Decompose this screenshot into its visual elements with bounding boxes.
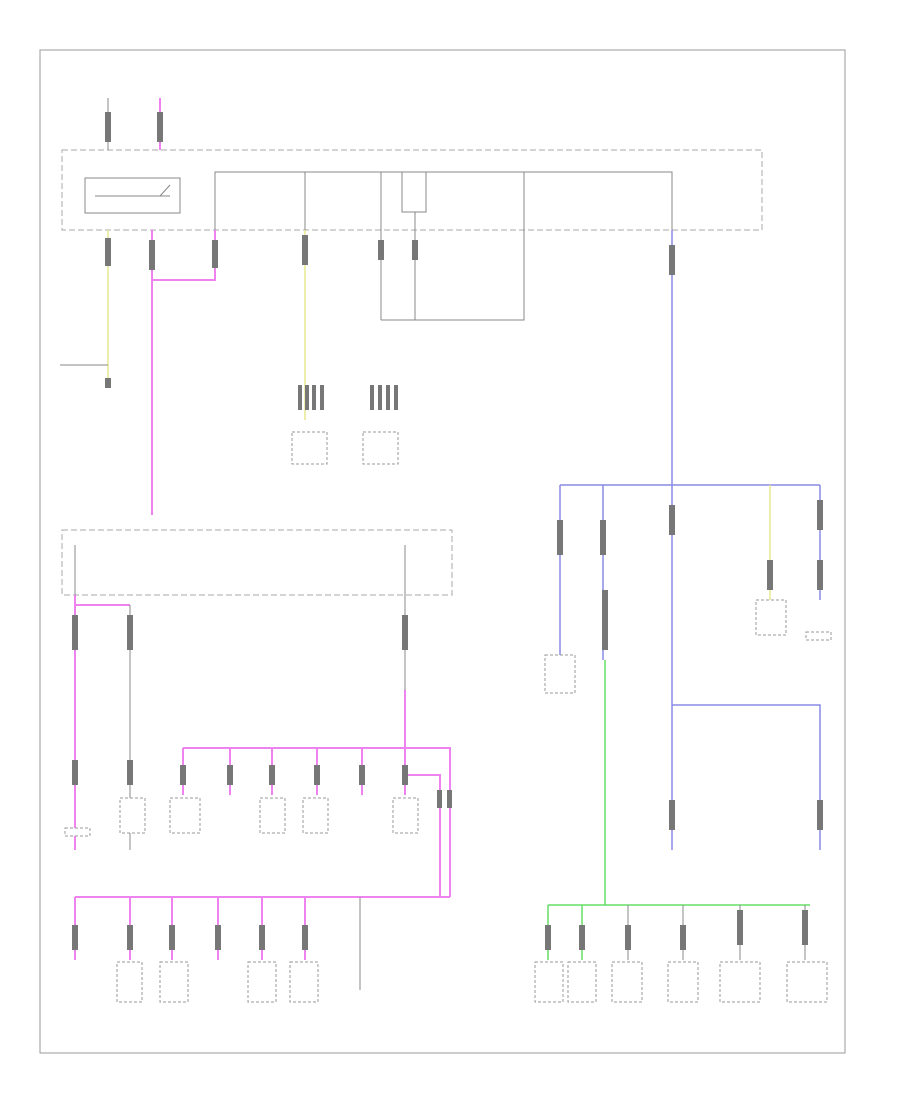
module-bottom-r4 [667,961,699,1003]
module-row1-2 [169,797,201,834]
module-row2-4 [289,961,319,1003]
module-row2-2 [159,961,189,1003]
module-blue-a [544,654,576,694]
sensor-right-a [755,599,787,636]
module-row1-4 [302,797,329,834]
module-row1-5 [392,797,419,834]
module-row2-3 [247,961,277,1003]
sensor-right-b [805,631,832,641]
module-row1-1 [119,797,146,834]
battery-junction-box [61,149,763,231]
module-row2-1 [116,961,143,1003]
module-bottom-r1 [534,961,564,1003]
module-row1-6 [64,827,91,837]
module-center-a [291,431,328,465]
module-bottom-r3 [611,961,643,1003]
module-bottom-r5 [719,961,761,1003]
junction-box-middle [61,529,453,596]
module-center-b [362,431,399,465]
relay-box [84,177,181,214]
module-bottom-r2 [567,961,597,1003]
module-row1-3 [259,797,286,834]
module-bottom-r6 [786,961,828,1003]
diagram-border [39,49,846,1054]
